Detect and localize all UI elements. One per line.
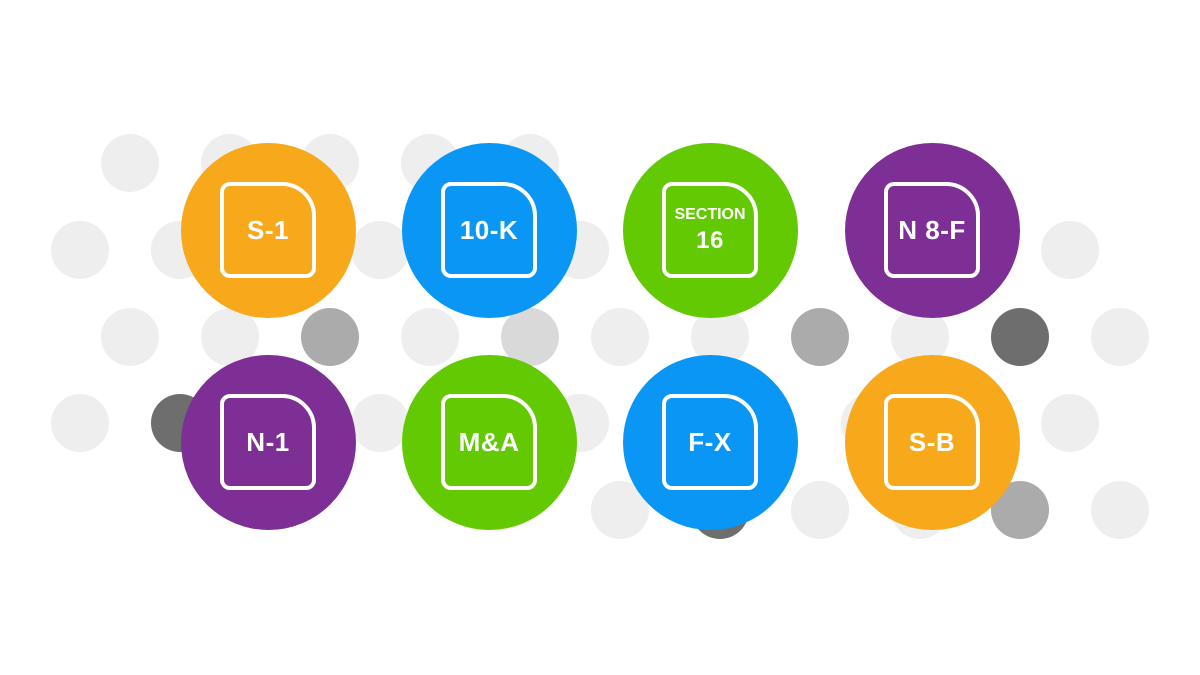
- document-icon: M&A: [441, 394, 537, 490]
- background-dot: [991, 308, 1049, 366]
- badge-10-k: 10-K: [401, 142, 577, 318]
- badge-n-1: N-1: [180, 354, 356, 530]
- document-icon: S-1: [220, 182, 316, 278]
- background-dot: [501, 308, 559, 366]
- background-dot: [1041, 394, 1099, 452]
- document-icon: S-B: [884, 394, 980, 490]
- background-dot: [1091, 308, 1149, 366]
- background-dot: [301, 308, 359, 366]
- badge-label: F-X: [688, 427, 732, 457]
- badge-m-a: M&A: [401, 354, 577, 530]
- badge-label: N 8-F: [898, 215, 966, 245]
- badge-label: N-1: [246, 427, 290, 457]
- document-icon: N-1: [220, 394, 316, 490]
- badge-label: M&A: [458, 427, 520, 457]
- background-dot: [51, 221, 109, 279]
- badge-s-1: S-1: [180, 142, 356, 318]
- badge-section-16: SECTION 16: [622, 142, 798, 318]
- background-dot: [791, 481, 849, 539]
- background-dot: [401, 308, 459, 366]
- badge-n-8-f: N 8-F: [844, 142, 1020, 318]
- document-icon: F-X: [662, 394, 758, 490]
- document-icon: N 8-F: [884, 182, 980, 278]
- badge-label: S-1: [247, 215, 289, 245]
- badge-s-b: S-B: [844, 354, 1020, 530]
- badge-label: 16: [696, 227, 724, 254]
- document-icon: 10-K: [441, 182, 537, 278]
- background-dot: [591, 308, 649, 366]
- background-dot: [1091, 481, 1149, 539]
- badge-label: S-B: [908, 427, 956, 457]
- background-dot: [351, 394, 409, 452]
- background-dot: [51, 394, 109, 452]
- background-dot: [101, 308, 159, 366]
- badge-label: 10-K: [459, 215, 519, 245]
- background-dot: [101, 134, 159, 192]
- background-dot: [791, 308, 849, 366]
- document-icon: SECTION 16: [662, 182, 758, 278]
- badge-f-x: F-X: [622, 354, 798, 530]
- background-dot: [1041, 221, 1099, 279]
- badge-label-top: SECTION: [674, 206, 746, 223]
- background-dot: [351, 221, 409, 279]
